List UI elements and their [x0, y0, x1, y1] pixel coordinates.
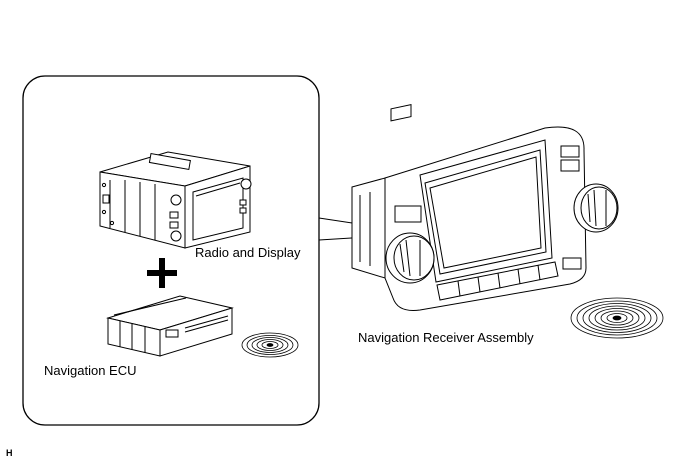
- navigation-receiver-assembly: [351, 104, 619, 311]
- label-radio-and-display: Radio and Display: [195, 245, 301, 260]
- plus-icon: [147, 258, 177, 288]
- label-navigation-ecu: Navigation ECU: [44, 363, 137, 378]
- figure-code: H: [6, 448, 13, 458]
- label-navigation-receiver-assembly: Navigation Receiver Assembly: [358, 330, 534, 345]
- radio-display-unit: [99, 151, 252, 249]
- navigation-ecu-unit: [106, 295, 234, 357]
- components-box: [22, 75, 320, 426]
- map-disc-small: [241, 332, 299, 358]
- map-disc-large: [570, 297, 664, 339]
